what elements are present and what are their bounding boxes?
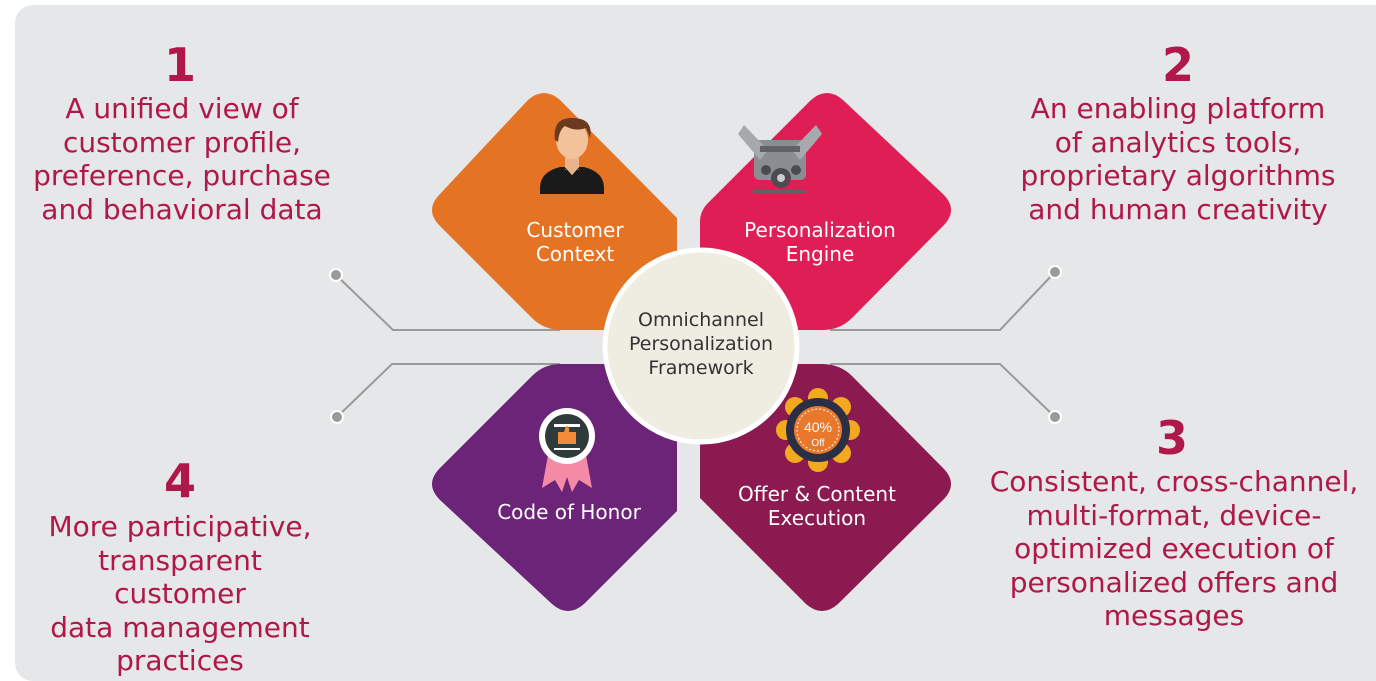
- connector-line-4: [336, 363, 560, 418]
- customer-context-label: Customer Context: [526, 218, 624, 267]
- offer-execution-petal: [700, 364, 951, 611]
- center-circle: [602, 247, 800, 445]
- connector-line-3: [830, 363, 1056, 418]
- discount-badge-value: 40%: [804, 419, 832, 435]
- badge-icon: [539, 408, 595, 492]
- offer-execution-label: Offer & Content Execution: [738, 482, 896, 531]
- connector-dot-4: [330, 410, 344, 424]
- engine-icon: [738, 125, 822, 193]
- callout-text-2: An enabling platform of analytics tools,…: [1020, 92, 1336, 226]
- person-icon: [540, 118, 604, 194]
- callout-number-4: 4: [163, 454, 196, 508]
- center-title: Omnichannel Personalization Framework: [628, 309, 774, 379]
- callout-number-1: 1: [163, 38, 196, 92]
- personalization-engine-label: Personalization Engine: [744, 218, 896, 267]
- callout-text-1: A unified view of customer profile, pref…: [33, 92, 331, 226]
- callout-number-3: 3: [1155, 411, 1188, 465]
- code-of-honor-label: Code of Honor: [497, 500, 641, 524]
- connector-dot-1: [329, 268, 343, 282]
- callout-number-2: 2: [1161, 38, 1194, 92]
- connector-dot-3: [1048, 410, 1062, 424]
- connector-line-2: [830, 271, 1056, 331]
- callout-text-3: Consistent, cross-channel, multi-format,…: [989, 465, 1359, 633]
- code-of-honor-petal: [432, 364, 677, 611]
- connector-dot-2: [1048, 265, 1062, 279]
- discount-badge-sub: Off: [811, 438, 824, 449]
- connector-line-1: [335, 274, 560, 331]
- discount-badge-icon: 40% Off: [776, 388, 860, 472]
- customer-context-petal: [432, 93, 677, 330]
- callout-text-4: More participative, transparent customer…: [48, 510, 312, 678]
